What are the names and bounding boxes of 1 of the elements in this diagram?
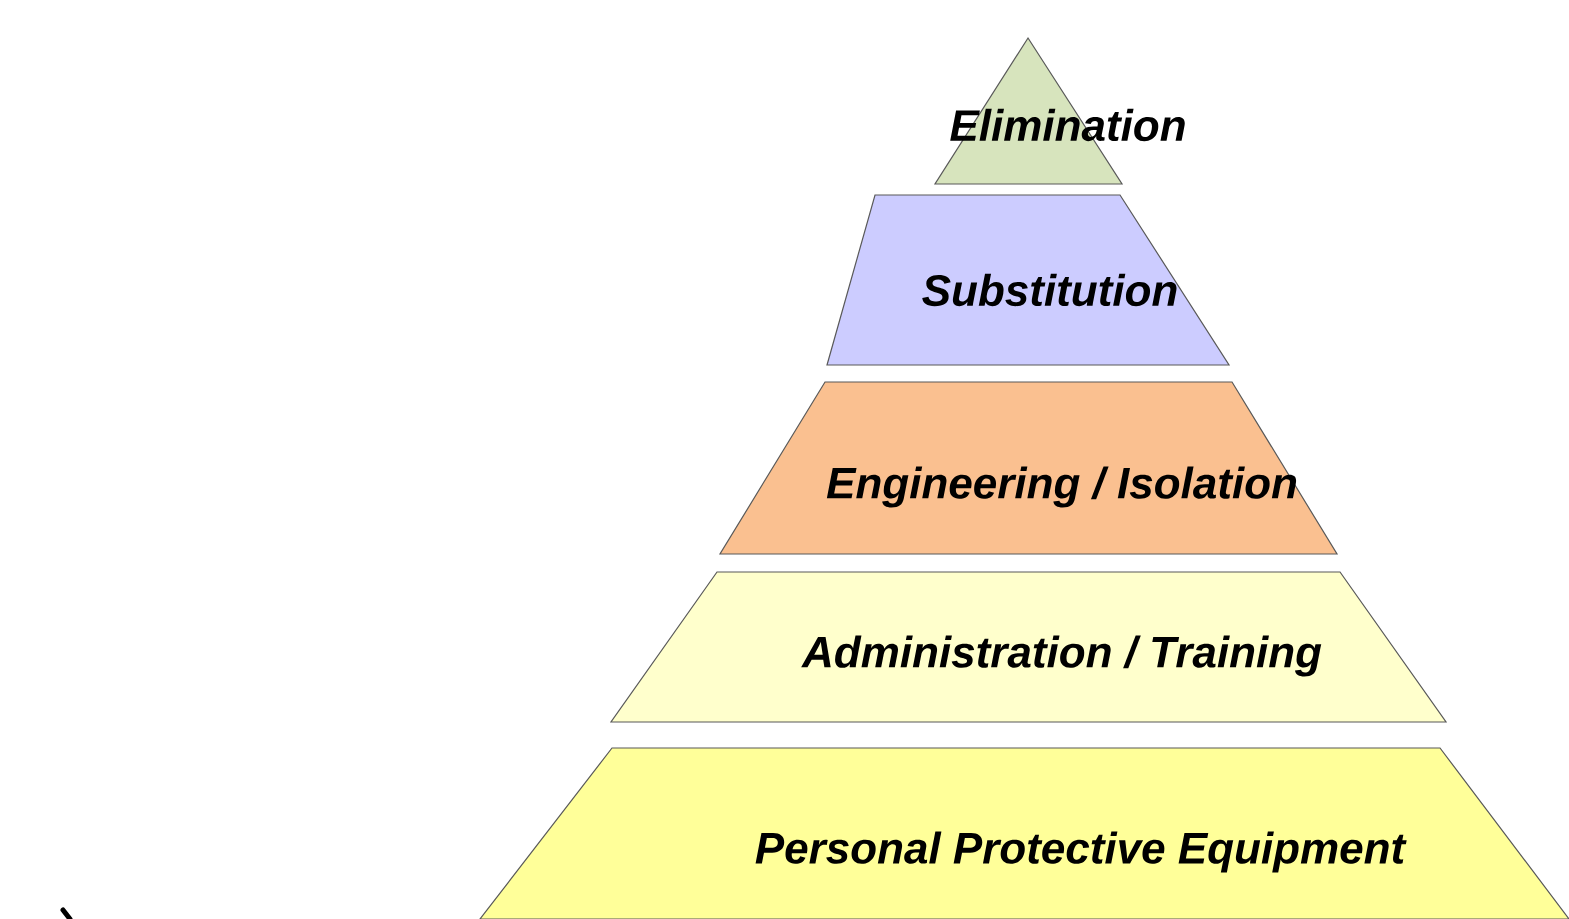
pyramid-level: Substitution <box>826 194 1231 366</box>
